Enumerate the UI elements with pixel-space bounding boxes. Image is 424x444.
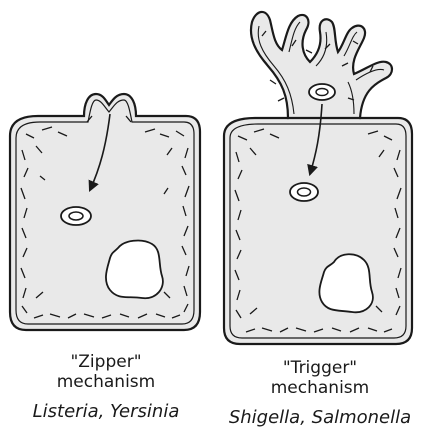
zipper-title: "Zipper" <box>6 352 206 372</box>
trigger-membrane-ruffles <box>251 12 392 118</box>
zipper-cell-membrane <box>10 94 200 330</box>
zipper-subtitle: mechanism <box>6 372 206 392</box>
zipper-cell <box>10 94 200 330</box>
zipper-vacuole <box>61 207 91 225</box>
trigger-vacuole <box>290 183 318 201</box>
trigger-organisms: Shigella, Salmonella <box>220 408 420 428</box>
zipper-organisms: Listeria, Yersinia <box>6 402 206 422</box>
trigger-cell <box>224 12 412 344</box>
trigger-title: "Trigger" <box>220 358 420 378</box>
trigger-engulfed-bacterium <box>309 84 335 100</box>
trigger-subtitle: mechanism <box>220 378 420 398</box>
